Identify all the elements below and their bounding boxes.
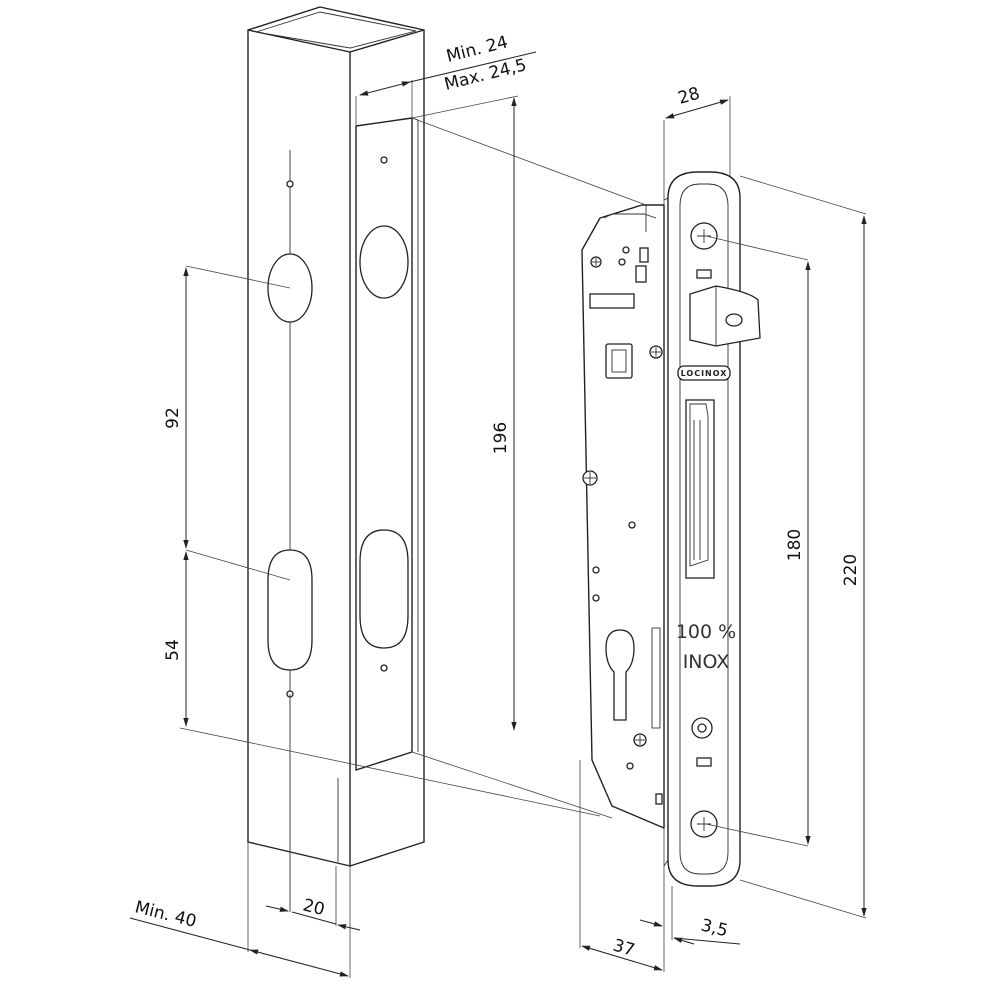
dim-cutout-height: 196 xyxy=(491,422,511,454)
dimension-lines xyxy=(129,51,867,977)
dim-post-width: Min. 40 xyxy=(133,897,199,932)
bottom-screw-icon xyxy=(690,810,718,838)
brand-label: LOCINOX xyxy=(681,369,728,378)
dim-backset: 37 xyxy=(611,936,637,961)
dim-hole-offset: 20 xyxy=(301,895,327,920)
dim-faceplate-thickness: 3,5 xyxy=(699,915,730,941)
brand-plate: LOCINOX xyxy=(677,365,731,381)
post-cutout-face xyxy=(355,117,419,771)
post-holes xyxy=(267,180,313,698)
latch-bolt xyxy=(689,285,761,347)
extension-lines xyxy=(179,80,867,978)
dim-hole-spacing-lower: 54 xyxy=(163,639,183,661)
dim-hole-spacing-upper: 92 xyxy=(163,407,183,429)
case-features xyxy=(582,246,663,805)
mortise-lock: LOCINOX 100 % INOX xyxy=(581,171,761,887)
material-line2: INOX xyxy=(683,651,730,673)
dim-faceplate-height: 220 xyxy=(841,554,861,586)
dimension-labels: 92 54 196 180 220 Min. 24 Max. 24,5 28 3… xyxy=(133,32,861,960)
gate-post xyxy=(247,6,425,912)
deadbolt-window xyxy=(685,399,715,579)
material-line1: 100 % xyxy=(676,621,736,643)
dim-screw-spacing: 180 xyxy=(785,529,805,561)
dim-faceplate-width: 28 xyxy=(676,84,702,109)
top-screw-icon xyxy=(690,222,718,250)
